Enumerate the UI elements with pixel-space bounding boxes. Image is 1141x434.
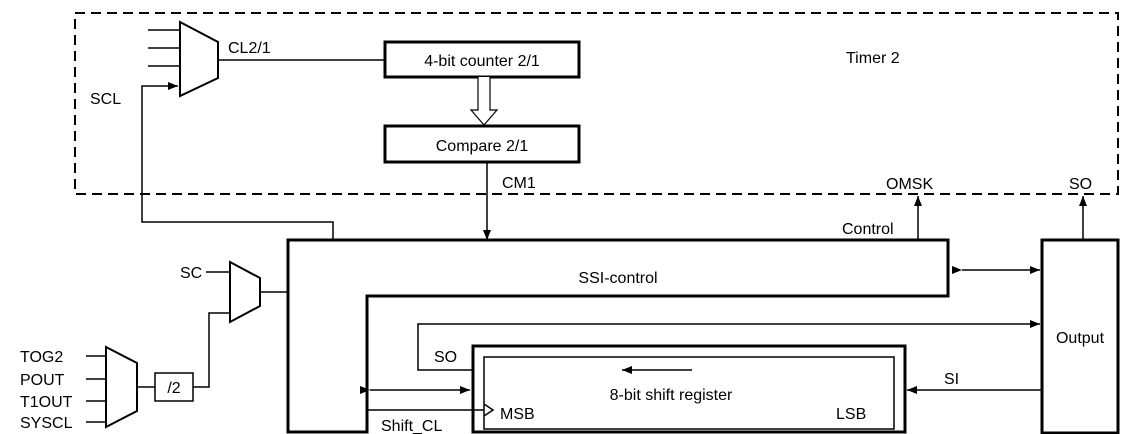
shift-register-label: 8-bit shift register [610,387,733,404]
source-input-pout: POUT [20,372,65,389]
shift-clock-label: Shift_CL [381,418,442,434]
output-label: Output [1056,330,1105,347]
shift-register-block [483,356,895,430]
timer-clock-mux [148,20,219,98]
sc-label: SC [180,265,202,282]
control-label: Control [842,221,894,238]
scl-label: SCL [90,91,121,108]
source-input-wires [86,355,106,423]
msb-label: MSB [500,406,535,423]
so-shift-wire [417,320,1040,371]
so-shift-label: SO [434,349,457,366]
timer2-title: Timer 2 [846,50,900,67]
cl21-label: CL2/1 [228,40,271,57]
lsb-label: LSB [836,406,866,423]
counter-label: 4-bit counter 2/1 [424,53,540,70]
source-input-t1out: T1OUT [20,394,73,411]
so-top-label: SO [1069,176,1092,193]
divider-block [154,372,194,402]
timer2-boundary [74,12,1119,195]
sc-mux [229,260,261,324]
si-label: SI [944,371,959,388]
source-input-tog2: TOG2 [20,349,63,366]
compare-block [383,124,581,164]
ssi-control-label: SSI-control [578,270,657,287]
divider-label: /2 [167,380,180,397]
counter-block [383,40,581,79]
source-input-syscl: SYSCL [20,415,73,432]
divider-to-sc-wire [193,312,230,388]
counter-to-compare-bus [469,77,499,126]
source-mux [105,345,138,429]
ssi-control-block [286,238,950,434]
cm1-label: CM1 [502,175,536,192]
omsk-label: OMSK [886,176,933,193]
compare-label: Compare 2/1 [436,138,529,155]
output-block [1040,238,1120,434]
clock-input-triangle [483,403,495,417]
scl-wire [141,82,334,240]
